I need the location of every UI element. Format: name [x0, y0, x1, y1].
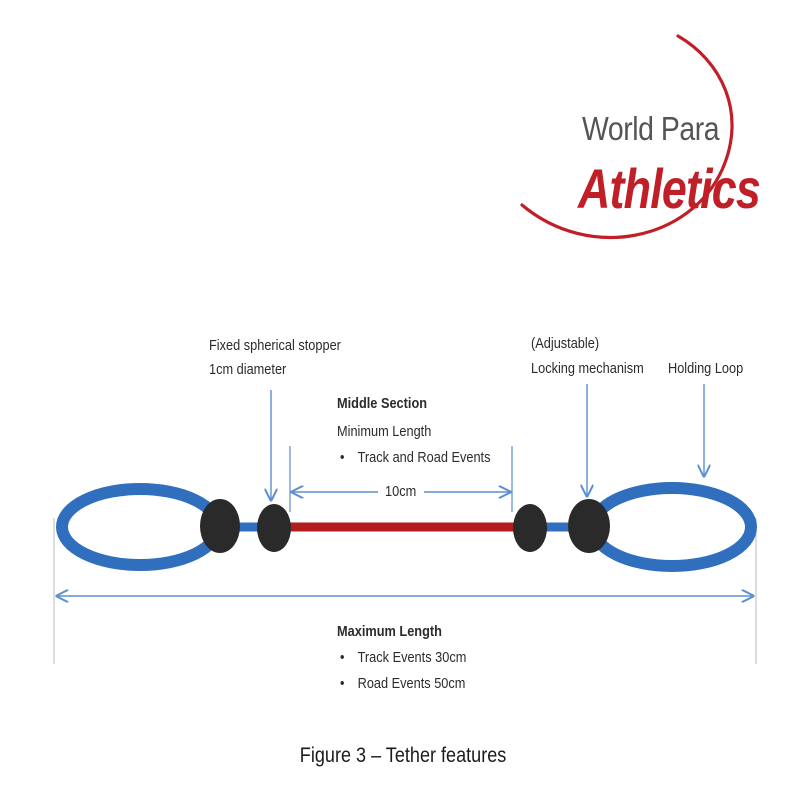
fixed-spherical-stopper-right [513, 504, 547, 552]
max-bullet-1-text: Track Events 30cm [357, 650, 467, 666]
max-bullet-2: • Road Events 50cm [340, 672, 465, 696]
adjustable-locking-mechanism [568, 499, 610, 553]
middle-bullet-1-text: Track and Road Events [357, 450, 491, 466]
ten-cm-label: 10cm [385, 484, 417, 500]
left-loop [56, 483, 224, 571]
bullet-glyph: • [340, 650, 345, 666]
stopper-label-line1: Fixed spherical stopper [209, 338, 341, 354]
middle-section-title: Middle Section [337, 396, 428, 412]
fixed-spherical-stopper-left [257, 504, 291, 552]
holding-loop-label: Holding Loop [668, 361, 744, 377]
logo-text-athletics: Athletics [578, 157, 761, 220]
max-bullet-1: • Track Events 30cm [340, 646, 466, 670]
bullet-glyph: • [340, 450, 345, 466]
locking-label-line1: (Adjustable) [531, 336, 600, 352]
logo-text-world-para: World Para [582, 110, 720, 147]
figure-caption: Figure 3 – Tether features [0, 744, 806, 768]
middle-bullet-1: • Track and Road Events [340, 446, 490, 470]
left-locking-knot [200, 499, 240, 553]
bullet-glyph: • [340, 676, 345, 692]
stopper-label-line2: 1cm diameter [209, 362, 287, 378]
logo-swoosh-arc [520, 34, 734, 239]
figure-caption-text: Figure 3 – Tether features [299, 744, 507, 767]
middle-section-subtitle: Minimum Length [337, 424, 432, 440]
max-bullet-2-text: Road Events 50cm [357, 676, 466, 692]
right-holding-loop [587, 482, 757, 572]
max-length-title: Maximum Length [337, 624, 442, 640]
locking-label-line2: Locking mechanism [531, 361, 644, 377]
